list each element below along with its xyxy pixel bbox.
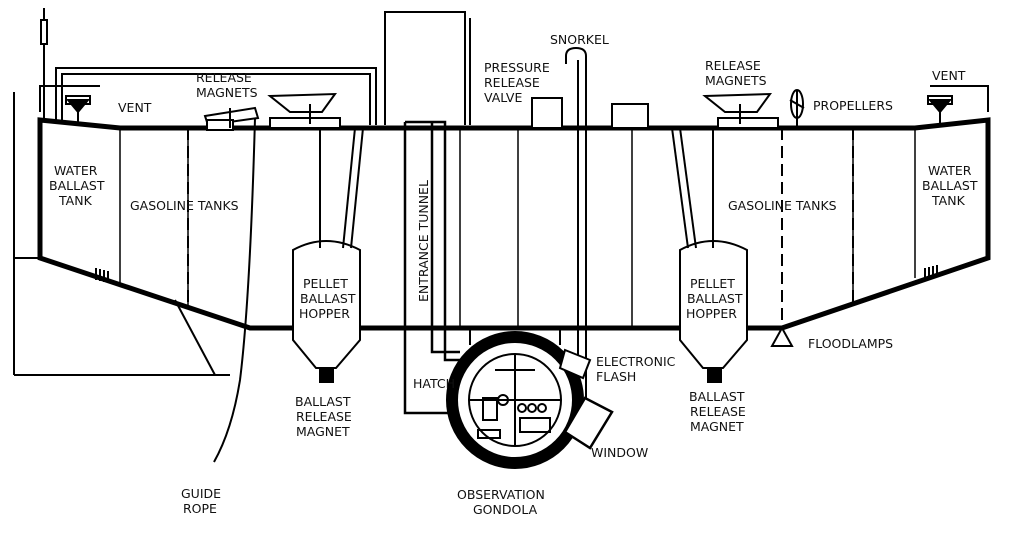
pellet-hopper-left [292, 127, 364, 383]
label-pellet-hopper-left-2: BALLAST [300, 291, 356, 306]
label-vent-right: VENT [932, 68, 966, 83]
label-entrance-tunnel: ENTRANCE TUNNEL [416, 180, 431, 302]
tank-ticks [95, 265, 938, 283]
label-release-magnets-left-1: RELEASE [196, 70, 252, 85]
label-pellet-hopper-right-2: BALLAST [687, 291, 743, 306]
label-propellers: PROPELLERS [813, 98, 893, 113]
label-vent-left: VENT [118, 100, 152, 115]
floodlamp [770, 325, 794, 347]
label-ballast-magnet-left-3: MAGNET [296, 424, 350, 439]
label-pressure-valve-2: RELEASE [484, 75, 540, 90]
label-water-ballast-right-3: TANK [931, 193, 966, 208]
label-pellet-hopper-left-3: HOPPER [299, 306, 350, 321]
label-water-ballast-left-1: WATER [54, 163, 98, 178]
electronic-flash [558, 348, 592, 380]
hull-structure [13, 8, 991, 469]
observation-gondola [446, 331, 614, 469]
tower-top [384, 11, 471, 125]
pellet-hopper-right [671, 127, 748, 383]
label-guide-rope-1: GUIDE [181, 486, 221, 501]
label-ballast-magnet-right-1: BALLAST [689, 389, 745, 404]
label-pressure-valve-1: PRESSURE [484, 60, 550, 75]
release-magnet-right [702, 92, 779, 129]
label-pellet-hopper-right-1: PELLET [690, 276, 735, 291]
conning-tower [13, 8, 230, 376]
label-observation-gondola-1: OBSERVATION [457, 487, 545, 502]
vent-left [65, 95, 91, 124]
label-gasoline-left: GASOLINE TANKS [130, 198, 239, 213]
top-piping [39, 67, 989, 125]
propeller [789, 89, 805, 128]
label-release-magnets-right-2: MAGNETS [705, 73, 767, 88]
label-ballast-magnet-left-2: RELEASE [296, 409, 352, 424]
dashed-bulkheads [187, 128, 854, 328]
label-electronic-flash-2: FLASH [596, 369, 636, 384]
label-pellet-hopper-left-1: PELLET [303, 276, 348, 291]
guide-rope [213, 117, 256, 463]
labels: RELEASE MAGNETS VENT WATER BALLAST TANK … [49, 32, 978, 517]
entrance-tunnel [403, 120, 470, 415]
label-hatch: HATCH [413, 376, 455, 391]
label-window: WINDOW [591, 445, 648, 460]
gondola-window [563, 396, 614, 450]
label-pressure-valve-3: VALVE [484, 90, 522, 105]
label-ballast-magnet-left-1: BALLAST [295, 394, 351, 409]
pressure-valve-box [531, 97, 563, 129]
float-outline [37, 117, 991, 331]
label-water-ballast-left-3: TANK [58, 193, 93, 208]
label-water-ballast-right-2: BALLAST [922, 178, 978, 193]
label-observation-gondola-2: GONDOLA [473, 502, 538, 517]
label-floodlamps: FLOODLAMPS [808, 336, 893, 351]
release-magnet-left [203, 106, 260, 131]
label-guide-rope-2: ROPE [183, 501, 217, 516]
label-electronic-flash-1: ELECTRONIC [596, 354, 676, 369]
release-magnet-centre [267, 92, 341, 129]
vent-right [927, 95, 953, 124]
hatch-neck [469, 328, 561, 345]
label-release-magnets-right-1: RELEASE [705, 58, 761, 73]
label-ballast-magnet-right-3: MAGNET [690, 419, 744, 434]
label-pellet-hopper-right-3: HOPPER [686, 306, 737, 321]
deck-box [611, 103, 649, 129]
label-snorkel: SNORKEL [550, 32, 609, 47]
label-water-ballast-right-1: WATER [928, 163, 972, 178]
label-gasoline-right: GASOLINE TANKS [728, 198, 837, 213]
label-release-magnets-left-2: MAGNETS [196, 85, 258, 100]
bulkheads [119, 128, 916, 328]
label-water-ballast-left-2: BALLAST [49, 178, 105, 193]
label-ballast-magnet-right-2: RELEASE [690, 404, 746, 419]
